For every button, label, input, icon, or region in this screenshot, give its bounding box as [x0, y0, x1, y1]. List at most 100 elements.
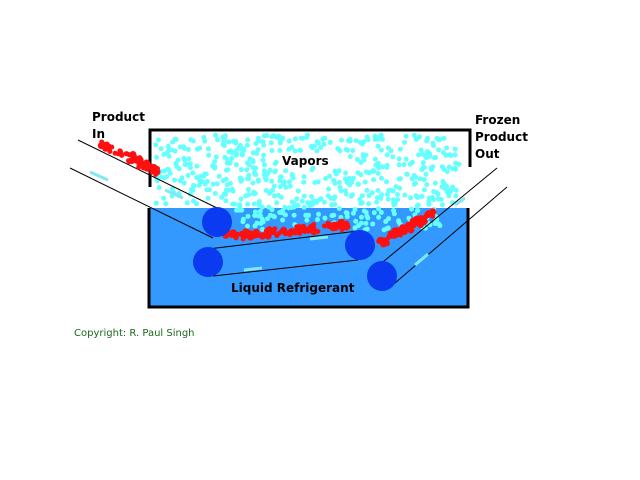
product-particle	[123, 151, 129, 157]
vapor-particle	[238, 167, 244, 173]
vapor-particle	[237, 203, 243, 209]
vapor-particle	[301, 174, 307, 180]
vapor-particle	[271, 133, 277, 139]
vapor-particle	[361, 157, 367, 163]
vapor-particle	[303, 212, 309, 218]
vapor-particle	[326, 186, 331, 192]
vapor-particle	[269, 178, 275, 184]
vapor-particle	[250, 180, 256, 186]
vapor-particle	[331, 177, 337, 183]
vapor-particle	[246, 162, 252, 168]
vapor-particle	[384, 152, 390, 158]
vapor-particle	[259, 216, 265, 222]
vapor-particle	[421, 164, 427, 170]
vapor-particle	[212, 191, 218, 196]
vapor-particle	[343, 146, 349, 152]
vapor-particle	[161, 168, 167, 174]
product-in-label: Product In	[92, 109, 145, 143]
product-particle	[417, 215, 423, 221]
vapor-particle	[390, 197, 396, 203]
vapor-particle	[286, 138, 292, 144]
vapor-particle	[260, 139, 266, 145]
vapor-particle	[250, 158, 256, 164]
vapor-particle	[287, 179, 292, 185]
vapor-particle	[314, 139, 320, 145]
vapor-particle	[321, 199, 327, 205]
product-particle	[143, 164, 151, 172]
vapor-particle	[332, 168, 338, 174]
vapor-particle	[440, 179, 446, 184]
vapor-particle	[441, 150, 446, 155]
vapor-particle	[378, 147, 384, 153]
vapor-particle	[349, 192, 355, 198]
vapor-particle	[371, 210, 377, 216]
vapor-particle	[223, 187, 229, 193]
vapor-particle	[378, 210, 384, 215]
vapor-particle	[268, 140, 274, 146]
vapor-particle	[343, 210, 349, 216]
vapor-particle	[191, 198, 196, 204]
vapor-particle	[314, 148, 320, 154]
vapor-particle	[220, 178, 226, 184]
vapor-particle	[292, 148, 298, 154]
vapor-particle	[295, 188, 301, 194]
vapor-particle	[391, 208, 396, 213]
vapor-particle	[251, 201, 257, 207]
product-particle	[112, 150, 118, 156]
vapor-particle	[444, 145, 450, 151]
vapor-particle	[224, 156, 230, 162]
vapor-particle	[290, 174, 296, 179]
product-particle	[424, 211, 432, 219]
vapor-particle	[390, 188, 396, 194]
vapor-particle	[376, 214, 382, 220]
vapor-particle	[271, 183, 277, 189]
vapor-particle	[280, 217, 286, 223]
vapor-particle	[252, 209, 258, 215]
vapor-particle	[170, 139, 176, 145]
vapor-particle	[166, 153, 172, 159]
vapor-particle	[287, 183, 293, 189]
vapor-particle	[172, 148, 178, 154]
vapor-particle	[245, 223, 250, 229]
vapor-particle	[395, 192, 400, 197]
vapor-particle	[432, 221, 438, 226]
vapor-particle	[370, 221, 376, 227]
vapor-particle	[375, 170, 381, 176]
vapor-particle	[185, 173, 191, 178]
vapor-particle	[385, 196, 391, 202]
vapor-particle	[223, 192, 228, 197]
vapor-particle	[168, 147, 174, 153]
vapor-particle	[360, 152, 366, 158]
vapor-particle	[421, 187, 427, 193]
vapor-particle	[164, 174, 170, 180]
vapor-particle	[304, 134, 309, 140]
vapor-particle	[378, 196, 384, 201]
vapor-particle	[396, 162, 402, 168]
vapor-particle	[374, 199, 380, 205]
vapor-particle	[229, 186, 235, 192]
vapor-particle	[353, 218, 359, 224]
vapor-particle	[378, 132, 384, 138]
product-particle	[300, 223, 306, 229]
vapor-particle	[375, 143, 381, 149]
product-particle	[396, 230, 402, 236]
vapor-particle	[424, 138, 430, 144]
vapor-particle	[277, 148, 283, 153]
vapor-particle	[245, 187, 251, 192]
product-particle	[407, 226, 415, 234]
vapor-particle	[384, 179, 389, 185]
vapor-particle	[265, 216, 270, 222]
vapor-particle	[309, 194, 314, 200]
vapor-particle	[350, 148, 356, 154]
vapor-particle	[316, 211, 322, 217]
vapor-particle	[336, 168, 342, 174]
vapor-particle	[427, 222, 433, 228]
vapor-particle	[173, 136, 179, 142]
vapor-particle	[352, 207, 358, 212]
vapor-particle	[426, 200, 432, 206]
vapor-particle	[234, 151, 239, 157]
rollers	[193, 207, 397, 291]
vapor-particle	[322, 215, 328, 221]
vapor-particle	[327, 173, 333, 179]
